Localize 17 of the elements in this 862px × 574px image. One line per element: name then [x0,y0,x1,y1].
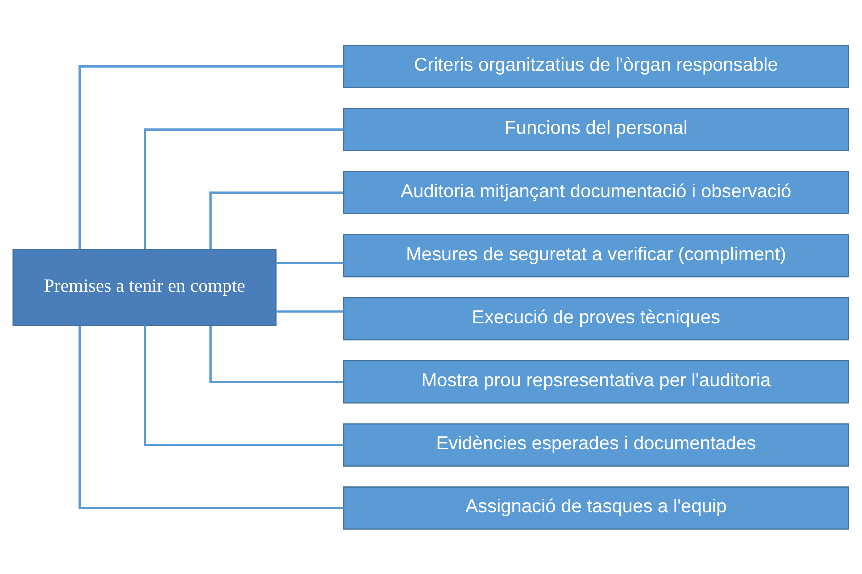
connector [78,65,344,249]
connector [210,191,344,248]
node-box: Mesures de seguretat a verificar (compliment) [343,234,850,278]
node-box: Criteris organitzatius de l'òrgan responsable [343,44,850,88]
connector [144,128,344,249]
node-box: Mostra prou repsresentativa per l'auditoria [343,360,850,404]
node-box: Evidències esperades i documentades [343,423,850,466]
connector [210,326,344,383]
node-box: Execució de proves tècniques [343,296,850,340]
connector [276,262,344,264]
connector [276,310,344,312]
node-box: Premises a tenir en compte [12,248,277,326]
node-box: Auditoria mitjançant documentació i observació [343,170,850,214]
node-box: Funcions del personal [343,108,850,151]
connector [78,325,344,509]
node-box: Assignació de tasques a l'equip [343,486,850,530]
connector [144,325,344,446]
